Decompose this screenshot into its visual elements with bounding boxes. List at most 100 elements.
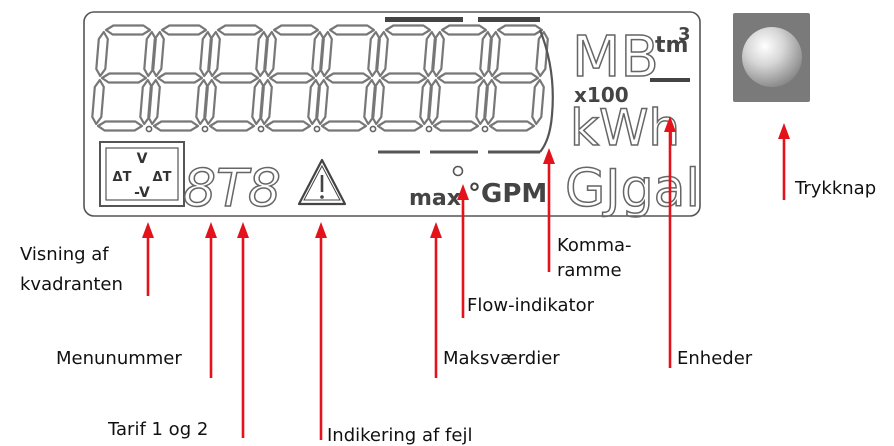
decimal-point [481, 125, 489, 133]
lcd-segment [203, 78, 217, 126]
lcd-segment [152, 120, 200, 132]
top-bar-left [385, 17, 463, 22]
label-units: Enheder [677, 348, 753, 369]
label-flow: Flow-indikator [467, 295, 595, 316]
callout-arrows [142, 116, 790, 440]
arrowhead-comma [543, 148, 555, 164]
quadrant-box-outer [99, 141, 185, 207]
lcd-frame [83, 11, 701, 217]
unit-mb: MB [572, 25, 659, 90]
lcd-segment [440, 24, 488, 36]
label-max: Maksværdier [443, 348, 560, 369]
lcd-segment [376, 120, 424, 132]
main-digit-row [91, 24, 549, 133]
lcd-segment [492, 72, 540, 84]
unit-kwh: kWh [570, 99, 680, 157]
lcd-segment [328, 24, 376, 36]
units-area: MB tm 3 x100 kWh GJgal [564, 24, 700, 220]
lcd-segment [315, 78, 329, 126]
quadrant-symbol-dt-left: ΔT [113, 170, 132, 185]
unit-x100: x100 [574, 83, 629, 107]
lcd-segment [384, 24, 432, 36]
decimal-point [425, 125, 433, 133]
lcd-segment [147, 78, 161, 126]
callout-labels: Visning af kvadranten Menunummer Tarif 1… [20, 178, 876, 446]
lcd-segment [535, 30, 549, 78]
lcd-digit [427, 24, 493, 133]
lcd-segment [207, 30, 221, 78]
lcd-segment [431, 30, 445, 78]
unit-separator [650, 78, 690, 82]
arrowhead-units [664, 116, 676, 132]
lcd-segment [104, 24, 152, 36]
lcd-segment [151, 30, 165, 78]
warning-triangle-icon [297, 158, 347, 206]
unit-gjgal: GJgal [565, 159, 700, 219]
decimal-point [313, 125, 321, 133]
label-comma-line1: Komma- [557, 235, 632, 256]
lcd-segment [160, 24, 208, 36]
lcd-digit [483, 24, 549, 132]
lcd-segment [263, 30, 277, 78]
label-quadrant-line2: kvadranten [20, 274, 123, 295]
arrowhead-max [430, 222, 442, 238]
comma-frame-right [538, 29, 554, 153]
lcd-segment [488, 120, 536, 132]
lcd-segment [212, 72, 260, 84]
label-quadrant-line1: Visning af [20, 244, 109, 265]
arrowhead-flow [457, 184, 469, 200]
lcd-digit [203, 24, 269, 133]
lcd-segment [216, 24, 264, 36]
lcd-digit [147, 24, 213, 133]
lcd-segment [483, 78, 497, 126]
lcd-segment [96, 120, 144, 132]
lcd-segment [375, 30, 389, 78]
quadrant-indicator: V ΔT ΔT -V [99, 141, 185, 207]
push-button[interactable] [733, 13, 810, 102]
lcd-segment [264, 120, 312, 132]
arrowhead-tariff [237, 222, 249, 238]
lcd-segment [156, 72, 204, 84]
lcd-segment [319, 30, 333, 78]
quadrant-symbol-minus-v: -V [134, 185, 150, 201]
arrowhead-button [778, 123, 790, 139]
lcd-digit [91, 24, 157, 133]
label-error: Indikering af fejl [327, 425, 472, 446]
label-comma-line2: ramme [557, 260, 622, 281]
quadrant-symbol-dt-right: ΔT [153, 170, 172, 185]
lcd-segment [432, 120, 480, 132]
lcd-segment [371, 78, 385, 126]
lcd-digit [315, 24, 381, 133]
push-button-knob[interactable] [742, 27, 802, 87]
lcd-segment [91, 78, 105, 126]
lcd-segment [531, 78, 545, 126]
arrowhead-quadrant [142, 222, 154, 238]
flow-indicator-dot [452, 165, 464, 177]
unit-tm: tm [655, 33, 688, 58]
decimal-point [145, 125, 153, 133]
unit-superscript-3: 3 [678, 24, 691, 45]
quadrant-symbol-v: V [137, 151, 148, 167]
lcd-segment [436, 72, 484, 84]
decimal-point [369, 125, 377, 133]
menu-number-digits: 8T8 [183, 159, 281, 219]
arrowhead-menu [205, 222, 217, 238]
quadrant-box-inner [105, 147, 179, 201]
lcd-digit [259, 24, 325, 133]
lcd-segment [380, 72, 428, 84]
lcd-segment [208, 120, 256, 132]
lcd-digit [371, 24, 437, 133]
lcd-segment [95, 30, 109, 78]
lcd-display: V ΔT ΔT -V 8T8 max °GPM MB tm 3 x100 kWh… [83, 11, 701, 220]
lcd-segment [427, 78, 441, 126]
lcd-segment [324, 72, 372, 84]
decimal-point [257, 125, 265, 133]
gpm-indicator: °GPM [468, 179, 547, 209]
label-button: Trykknap [794, 178, 876, 199]
lcd-segment [259, 78, 273, 126]
max-indicator: max [409, 186, 461, 211]
arrowhead-error [315, 222, 327, 238]
lcd-segment [272, 24, 320, 36]
lcd-segment [487, 30, 501, 78]
